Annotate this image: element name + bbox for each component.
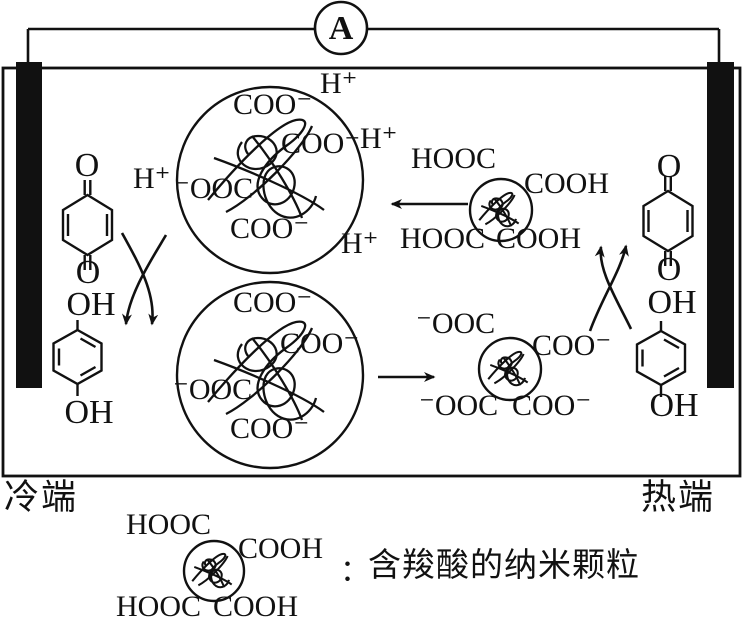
cold-side-exchange-arrows — [120, 232, 168, 326]
legend-hooc-bl: HOOC — [116, 590, 202, 623]
upper-large-coo-top: COO⁻ — [233, 88, 313, 121]
large-nanoparticle-lower — [175, 280, 365, 470]
cold-terminal-label: 冷端 — [4, 478, 79, 517]
large-nanoparticle-upper — [175, 85, 365, 275]
lower-large-coo-top: COO⁻ — [233, 286, 313, 319]
lower-small-ooc-bl: ⁻OOC — [419, 389, 499, 422]
circuit-wires — [26, 27, 721, 64]
left-quinone-o-bottom: O — [75, 254, 101, 291]
legend-colon: ： — [340, 555, 370, 588]
upper-small-cooh-br: COOH — [496, 222, 582, 255]
upper-small-hooc-tl: HOOC — [411, 142, 497, 175]
upper-small-cooh-tr: COOH — [524, 167, 610, 200]
small-nanoparticle-upper — [468, 177, 534, 243]
legend-cooh-br: COOH — [213, 590, 299, 623]
small-nanoparticle-lower — [477, 336, 543, 402]
legend-caption: 含羧酸的纳米颗粒 — [368, 548, 640, 584]
lower-large-ooc-left: ⁻OOC — [173, 373, 253, 406]
left-quinone-o-top: O — [74, 147, 100, 184]
cell-container — [1, 66, 742, 478]
right-hydroquinone-structure — [635, 319, 687, 399]
legend-hooc-tl: HOOC — [126, 508, 212, 541]
proton-top-right: H⁺ — [320, 67, 358, 100]
left-hydroquinone-structure — [52, 318, 103, 398]
lower-small-coo-br: COO⁻ — [512, 389, 592, 422]
hot-electrode — [707, 62, 734, 388]
right-quinone-o-top: O — [656, 148, 682, 185]
proton-left: H⁺ — [133, 162, 171, 195]
lower-small-ooc-tl: ⁻OOC — [416, 307, 496, 340]
lower-small-coo-tr: COO⁻ — [532, 329, 612, 362]
right-hydroquinone-oh-top: OH — [647, 284, 697, 321]
ammeter-label: A — [328, 10, 354, 47]
hot-terminal-label: 热端 — [641, 478, 716, 517]
left-hydroquinone-oh-bot: OH — [64, 394, 114, 431]
legend-cooh-tr: COOH — [238, 532, 324, 565]
proton-bottom-right: H⁺ — [341, 227, 379, 260]
cold-electrode — [16, 62, 42, 388]
legend-nanoparticle — [182, 539, 246, 603]
ammeter-circle — [313, 0, 369, 56]
upper-large-coo-bottom: COO⁻ — [230, 212, 310, 245]
proton-right: H⁺ — [360, 122, 398, 155]
lower-large-coo-bottom: COO⁻ — [230, 412, 310, 445]
left-hydroquinone-oh-top: OH — [66, 286, 116, 323]
hot-side-exchange-arrows — [588, 244, 633, 332]
upper-large-ooc-left: ⁻OOC — [174, 172, 254, 205]
upper-small-hooc-bl: HOOC — [400, 222, 486, 255]
lower-large-coo-right: COO⁻ — [280, 327, 360, 360]
upper-large-coo-right: COO⁻ — [281, 127, 361, 160]
right-hydroquinone-oh-bot: OH — [649, 387, 699, 424]
right-quinone-o-bottom: O — [656, 251, 682, 288]
